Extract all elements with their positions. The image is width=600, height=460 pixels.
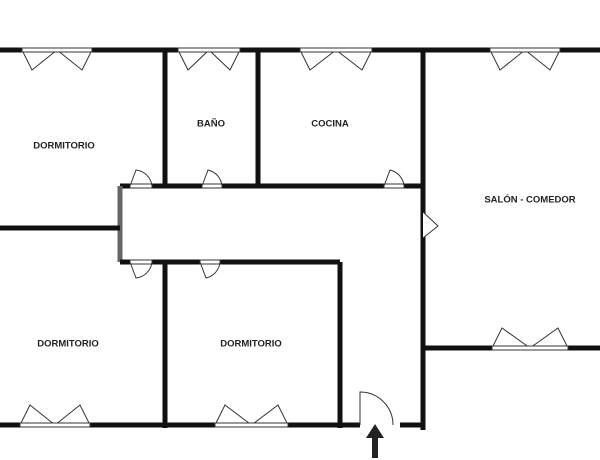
room-label-cocina: COCINA [311, 118, 349, 130]
opening [299, 47, 373, 53]
door-symbol [129, 261, 153, 279]
walls [0, 47, 600, 430]
opening [19, 422, 91, 428]
window-symbol [19, 404, 91, 426]
door-symbol [201, 169, 223, 187]
door-symbol [199, 261, 221, 279]
arrow-up-icon [366, 424, 384, 458]
room-label-bano: BAÑO [197, 118, 225, 130]
entrance-door [359, 391, 394, 426]
opening [489, 47, 561, 53]
window-symbol [177, 49, 241, 71]
room-label-dormitorio-1: DORMITORIO [33, 140, 95, 152]
door-symbol [129, 169, 153, 187]
opening [21, 47, 93, 53]
opening [214, 422, 289, 428]
opening [177, 47, 241, 53]
doors [19, 47, 569, 428]
opening [491, 345, 569, 351]
window-symbol [491, 327, 569, 349]
window-symbol [214, 404, 289, 426]
window-symbol [21, 49, 93, 71]
room-label-dormitorio-3: DORMITORIO [220, 338, 282, 350]
window-symbol [489, 49, 561, 71]
window-symbol [299, 49, 373, 71]
door-symbol [383, 169, 405, 187]
room-label-dormitorio-2: DORMITORIO [37, 338, 99, 350]
room-label-salon-comedor: SALÓN - COMEDOR [484, 194, 576, 206]
door-symbol [422, 211, 439, 239]
